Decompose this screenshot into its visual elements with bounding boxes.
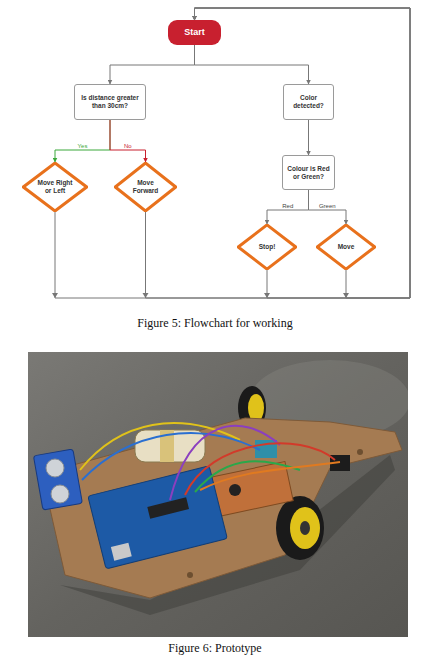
flow-connector — [110, 45, 195, 84]
action-diamond: Move Forward — [114, 162, 177, 212]
edge-label: Yes — [78, 143, 88, 149]
wheel-axle — [300, 521, 310, 535]
wire — [200, 462, 340, 490]
microcontroller-chip — [147, 497, 189, 518]
edge-label: Red — [282, 203, 293, 209]
usb-port — [111, 543, 132, 561]
node-text: Move Right or Left — [36, 179, 74, 195]
node-text: Colour is Red or Green? — [287, 165, 330, 181]
figure-caption: Figure 5: Flowchart for working — [137, 316, 292, 331]
flow-connector — [110, 120, 146, 162]
flow-connector — [146, 8, 411, 298]
action-diamond: Stop! — [237, 224, 297, 270]
figure-caption: Figure 6: Prototype — [168, 641, 261, 656]
decision-box: Is distance greater than 30cm? — [74, 84, 146, 120]
edge-label: Green — [319, 203, 336, 209]
decision-box: Color detected? — [283, 84, 334, 120]
decision-box: Colour is Red or Green? — [282, 155, 335, 190]
wire — [195, 461, 300, 492]
sensor-eye — [46, 459, 64, 477]
diamond-shape — [238, 225, 296, 269]
ultrasonic-sensor — [33, 449, 82, 510]
board-hole — [187, 572, 193, 578]
start-terminal: Start — [168, 20, 221, 45]
action-diamond: Move — [316, 224, 376, 270]
edge-label: No — [124, 143, 132, 149]
flow-connector — [195, 8, 411, 298]
flow-connector — [309, 190, 347, 224]
node-text: Move Forward — [127, 179, 164, 195]
wire — [170, 426, 280, 500]
chassis-board — [48, 418, 402, 598]
sensor-eye — [51, 485, 69, 503]
flow-connector — [308, 120, 309, 155]
diamond-shape — [115, 163, 175, 211]
node-text: Stop! — [259, 243, 276, 251]
flow-connector — [195, 8, 411, 298]
capacitor — [229, 484, 241, 496]
node-text: Color detected? — [288, 94, 329, 110]
node-text: Start — [184, 27, 205, 38]
node-text: Move — [338, 243, 355, 251]
flow-connector — [55, 8, 410, 298]
flow-connector — [267, 190, 309, 224]
wheel-front — [276, 496, 324, 560]
diamond-shape — [317, 225, 375, 269]
prototype-photo — [28, 352, 408, 637]
flow-connector — [55, 120, 110, 162]
wheel-hub — [290, 507, 320, 549]
node-text: Is distance greater than 30cm? — [79, 94, 141, 110]
diamond-shape — [23, 163, 86, 211]
action-diamond: Move Right or Left — [22, 162, 88, 212]
flow-connector — [195, 45, 309, 84]
board-hole — [357, 449, 363, 455]
wire — [82, 433, 260, 480]
